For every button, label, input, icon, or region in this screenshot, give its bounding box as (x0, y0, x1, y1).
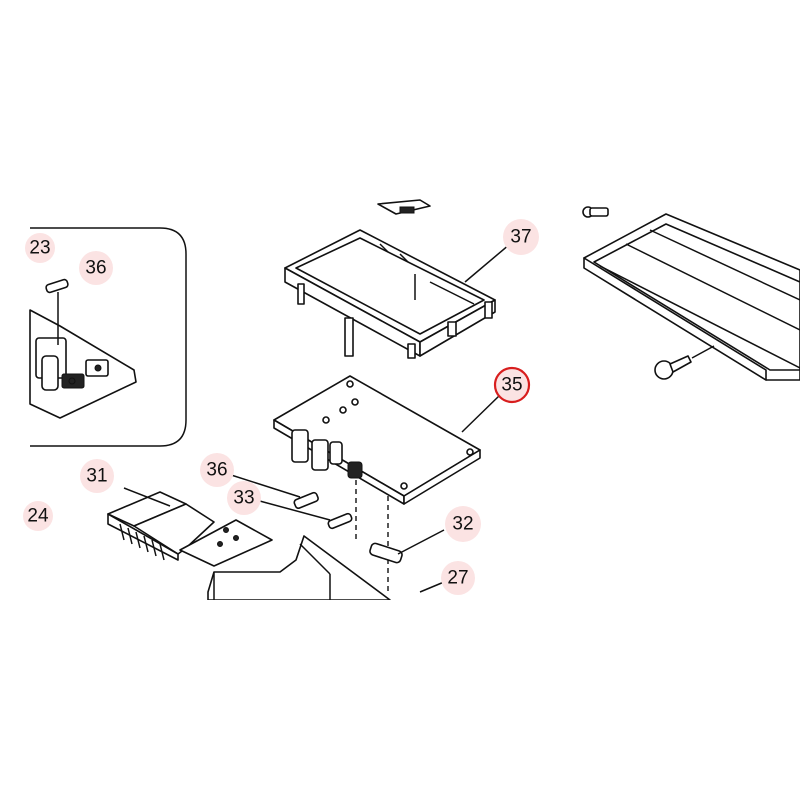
svg-text:27: 27 (447, 568, 468, 589)
callout-27: 27 (441, 561, 475, 595)
side-panel (582, 206, 800, 381)
svg-text:35: 35 (501, 375, 522, 396)
part-37-case-frame (284, 199, 511, 359)
svg-text:33: 33 (233, 488, 254, 509)
svg-text:32: 32 (452, 514, 473, 535)
svg-text:37: 37 (510, 227, 531, 248)
crop-mask (0, 600, 800, 800)
callout-36: 36 (200, 453, 234, 487)
callout-23: 23 (25, 233, 55, 263)
svg-text:36: 36 (206, 460, 227, 481)
svg-text:23: 23 (29, 238, 50, 259)
inset-detail (29, 227, 187, 447)
callout-35-highlighted: 35 (493, 366, 531, 404)
svg-text:36: 36 (85, 258, 106, 279)
screw-bottom (654, 345, 715, 380)
part-36-pin (227, 473, 319, 510)
part-33-fuse (255, 499, 353, 530)
svg-text:24: 24 (27, 506, 49, 527)
part-35-circuit-board (273, 375, 501, 592)
heatsink-fins (119, 523, 165, 561)
callout-33: 33 (227, 481, 261, 515)
callout-31: 31 (80, 459, 114, 493)
svg-text:31: 31 (86, 466, 107, 487)
callout-37: 37 (503, 219, 539, 255)
part-31-bracket (107, 487, 273, 567)
callout-32: 32 (445, 506, 481, 542)
screw-top (582, 206, 609, 218)
callout-24: 24 (23, 501, 53, 531)
part-32-fuse (369, 529, 445, 564)
pin-36-inset (45, 278, 69, 345)
callout-36-inset: 36 (79, 251, 113, 285)
